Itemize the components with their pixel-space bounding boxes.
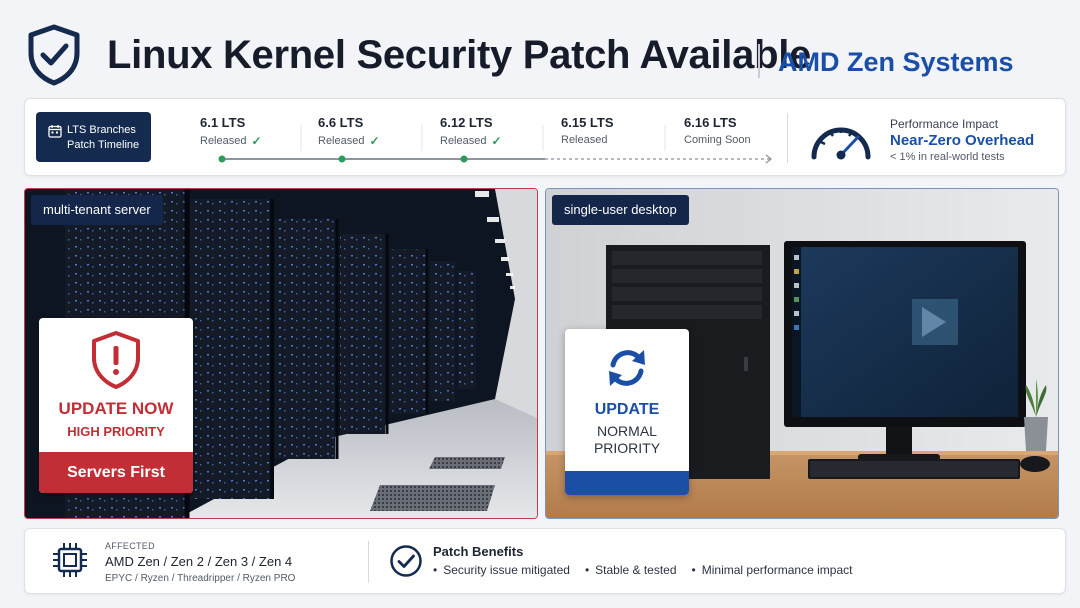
perf-divider [787,113,788,163]
check-icon: ✓ [491,134,502,148]
version-6-16: 6.16 LTS Coming Soon [684,115,751,146]
affected-cpus: AMD Zen / Zen 2 / Zen 3 / Zen 4 [105,554,293,569]
server-panel: multi-tenant server UPDATE NOW HIGH PRIO… [24,188,538,519]
update-normal-card: UPDATE NORMAL PRIORITY [565,329,689,495]
timeline-track [218,125,772,164]
shield-check-icon [28,24,80,86]
version-6-15: 6.15 LTS Released [561,115,614,146]
check-circle-icon [390,545,422,577]
version-6-6: 6.6 LTS Released✓ [318,115,380,148]
benefits-list: Security issue mitigated Stable & tested… [433,563,852,577]
benefit-item: Minimal performance impact [692,563,853,577]
benefit-item: Stable & tested [585,563,676,577]
title-divider [758,44,760,78]
patch-timeline-bar: LTS Branches Patch Timeline 6.1 LTS Rele… [24,98,1066,176]
panel-tag-server: multi-tenant server [31,195,163,225]
performance-label: Performance Impact [890,117,999,131]
update-now-title: UPDATE NOW [58,399,174,418]
priority-label: PRIORITY [593,440,661,456]
performance-note: < 1% in real-world tests [890,151,1005,163]
affected-label: AFFECTED [105,541,155,551]
update-title: UPDATE [594,401,660,418]
badge-line-1: LTS Branches [67,124,136,136]
panel-tag-desktop: single-user desktop [552,195,689,225]
performance-value: Near-Zero Overhead [890,132,1035,149]
cpu-chip-icon [53,543,87,577]
info-footer: AFFECTED AMD Zen / Zen 2 / Zen 3 / Zen 4… [24,528,1066,594]
affected-product-lines: EPYC / Ryzen / Threadripper / Ryzen PRO [105,573,296,584]
footer-divider [368,541,369,583]
page-title: Linux Kernel Security Patch Available [107,33,811,77]
header: Linux Kernel Security Patch Available AM… [0,0,1080,96]
normal-card-footer [565,471,689,495]
servers-first-banner: Servers First [39,452,193,493]
warning-shield-icon [92,331,140,389]
check-icon: ✓ [369,134,380,148]
desktop-panel: single-user desktop UPDATE NORMAL PRIORI… [545,188,1059,519]
version-6-1: 6.1 LTS Released✓ [200,115,262,148]
calendar-icon [48,125,62,138]
server-room-image [25,189,537,518]
benefits-title: Patch Benefits [433,544,524,559]
check-icon: ✓ [251,134,262,148]
gauge-icon [811,127,871,160]
timeline-dot-6-1 [218,155,226,163]
timeline-dot-6-12 [460,155,468,163]
sync-icon [609,350,645,386]
update-now-card: UPDATE NOW HIGH PRIORITY Servers First [39,318,193,493]
lts-timeline-badge: LTS Branches Patch Timeline [36,112,151,162]
version-6-12: 6.12 LTS Released✓ [440,115,502,148]
timeline-dot-6-6 [338,155,346,163]
normal-label: NORMAL [597,423,657,439]
page-subtitle: AMD Zen Systems [778,47,1014,77]
benefit-item: Security issue mitigated [433,563,570,577]
badge-line-2: Patch Timeline [67,139,140,151]
high-priority-label: HIGH PRIORITY [67,424,165,439]
